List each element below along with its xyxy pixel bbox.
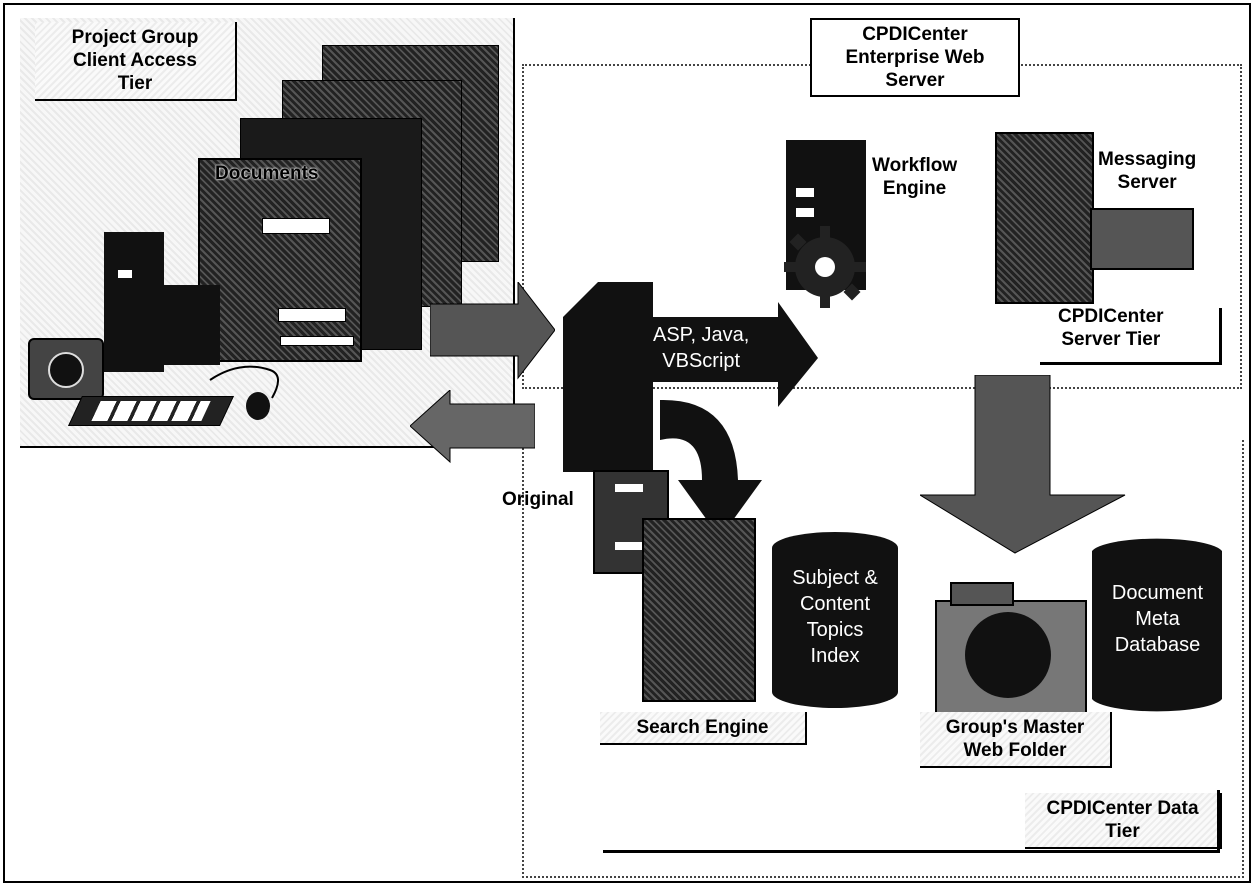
client-tier-label: Project Group Client Access Tier [35,22,237,101]
message-envelope-icon [1090,208,1194,270]
server-tier-underline [1040,362,1222,365]
response-arrow-left [410,390,535,465]
messaging-server-icon [995,132,1094,304]
documents-label: Documents [215,162,318,185]
data-tier-bracket [1217,790,1220,853]
topics-index-label: Subject & Content Topics Index [770,565,900,669]
gear-icon [770,222,880,312]
data-arrow-down [920,375,1130,555]
camera-icon [28,338,104,400]
web-server-label: CPDICenter Enterprise Web Server [810,18,1020,97]
request-arrow-right [430,282,555,382]
folder-icon [935,600,1087,714]
document-form-icon [198,158,362,362]
asp-java-label: ASP, Java, VBScript [653,322,749,374]
server-tier-label: CPDICenter Server Tier [1058,305,1164,351]
monitor-icon [140,285,220,365]
master-folder-label: Group's Master Web Folder [920,712,1112,768]
search-engine-label: Search Engine [600,712,807,745]
workflow-label: Workflow Engine [872,154,957,200]
meta-database-label: Document Meta Database [1090,580,1225,658]
original-label: Original [502,488,574,511]
messaging-label: Messaging Server [1098,148,1196,194]
server-tier-bracket [1219,308,1222,365]
data-tier-underline [603,850,1220,853]
folder-tab-icon [950,582,1014,606]
data-tier-label: CPDICenter Data Tier [1025,793,1222,849]
mouse-cable-icon [200,360,290,410]
search-engine-server-icon [642,518,756,702]
